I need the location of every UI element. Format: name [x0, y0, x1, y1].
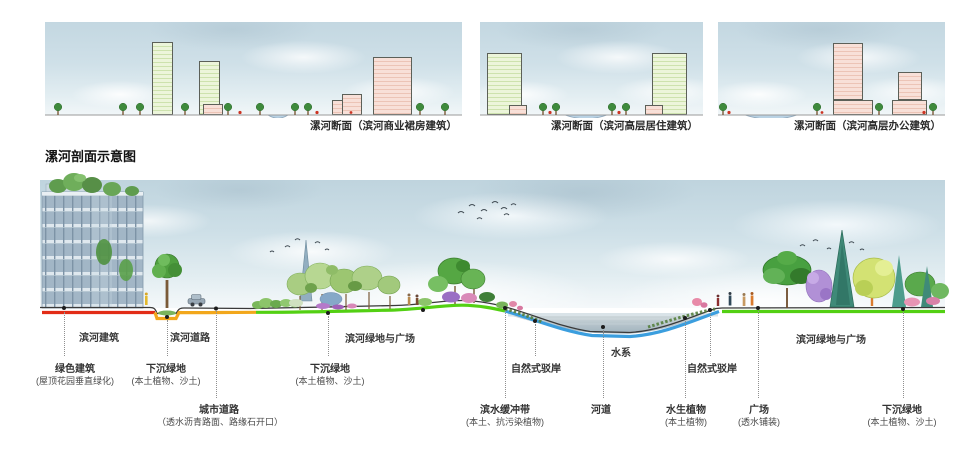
callout-water-buffer: 滨水缓冲带 — [480, 405, 530, 416]
leader-line-revetment-left — [535, 324, 536, 356]
callout-plaza-sub: (透水铺装) — [738, 417, 780, 427]
callout-sunken-green-2: 下沉绿地 — [310, 364, 350, 375]
birds — [269, 201, 865, 253]
cross-section-panel-residential — [480, 22, 703, 118]
zone-label-riverside-road: 滨河道路 — [170, 333, 210, 344]
facade-trees — [96, 239, 133, 281]
panel-caption-residential: 漯河断面（滨河高层居住建筑） — [551, 120, 698, 132]
road-tree — [152, 253, 182, 316]
cross-section-panel-commercial — [45, 22, 462, 118]
right-bank-flowers — [692, 298, 708, 308]
main-section-sky — [40, 180, 945, 308]
zone-label-greenspace-right: 滨河绿地与广场 — [796, 335, 866, 346]
road-zone-line — [153, 310, 257, 321]
car — [187, 294, 206, 307]
bank-vegetation — [504, 307, 716, 329]
street-trees — [53, 102, 450, 115]
callout-plaza: 广场 — [749, 405, 769, 416]
waterline — [504, 309, 720, 339]
callout-water-buffer-sub: (本土、抗污染植物) — [466, 417, 544, 427]
flower-shrubs — [548, 110, 621, 115]
people-figures — [144, 292, 874, 306]
callout-sunken-green-3: 下沉绿地 — [882, 405, 922, 416]
leader-line-sunken-green-1 — [167, 320, 168, 356]
callout-revetment-left: 自然式驳岸 — [511, 364, 561, 375]
panel-ground-drawing — [480, 102, 703, 118]
leader-line-green-building — [64, 312, 65, 356]
greenway-line-left — [255, 303, 506, 314]
roof-garden-trees — [49, 173, 139, 196]
callout-sunken-green-3-sub: (本土植物、沙土) — [867, 417, 937, 427]
panel-caption-commercial: 漯河断面（滨河商业裙房建筑） — [310, 120, 457, 132]
leader-line-revetment-right — [710, 313, 711, 356]
leader-line-urban-road — [216, 311, 217, 398]
panel-caption-office: 漯河断面（滨河高层办公建筑） — [794, 120, 941, 132]
pink-tower — [898, 72, 922, 100]
cross-section-panel-office — [718, 22, 945, 118]
left-bank-flowers — [509, 301, 523, 311]
legend-lines — [42, 303, 945, 339]
green-tower — [652, 53, 687, 115]
callout-green-building-sub: (屋顶花园垂直绿化) — [36, 376, 114, 386]
callout-sunken-green-1-sub: (本土植物、沙土) — [131, 376, 201, 386]
leader-line-buffer — [505, 311, 506, 398]
pink-tower — [833, 43, 863, 100]
leader-line-aquatic-plants — [685, 321, 686, 398]
pink-tower — [373, 57, 412, 115]
zone-label-water-system: 水系 — [611, 348, 631, 359]
callout-sunken-green-1: 下沉绿地 — [146, 364, 186, 375]
callout-aquatic-plants: 水生植物 — [666, 405, 706, 416]
street-trees — [718, 102, 938, 115]
park-tree-cluster-middle — [418, 257, 508, 309]
flower-shrubs — [238, 110, 353, 115]
callout-urban-road-sub: （透水沥青路面、路缘石开口） — [156, 417, 284, 427]
leader-line-sunken-green-3 — [903, 312, 904, 398]
callout-aquatic-plants-sub: (本土植物) — [665, 417, 707, 427]
callout-sunken-green-2-sub: (本土植物、沙土) — [295, 376, 365, 386]
callout-urban-road: 城市道路 — [199, 405, 239, 416]
callout-revetment-right: 自然式驳岸 — [687, 364, 737, 375]
green-tower — [487, 53, 522, 115]
leader-line-river-channel — [603, 330, 604, 398]
callout-river-channel: 河道 — [591, 405, 611, 416]
page-title: 漯河剖面示意图 — [45, 149, 137, 164]
street-trees — [538, 102, 631, 115]
leader-line-plaza — [758, 311, 759, 398]
park-tree-cluster-right — [762, 229, 949, 308]
panel-ground-drawing — [718, 102, 945, 118]
park-tree-cluster-left — [286, 239, 401, 310]
riverside-building-illustration — [41, 173, 144, 309]
callout-green-building: 绿色建筑 — [55, 364, 95, 375]
zone-label-riverside-building: 滨河建筑 — [79, 333, 119, 344]
zone-label-greenspace-left: 滨河绿地与广场 — [345, 334, 415, 345]
leader-line-sunken-green-2 — [328, 316, 329, 356]
marker-dots — [62, 306, 905, 329]
flower-shrubs — [727, 110, 926, 115]
panel-ground-drawing — [45, 102, 462, 118]
